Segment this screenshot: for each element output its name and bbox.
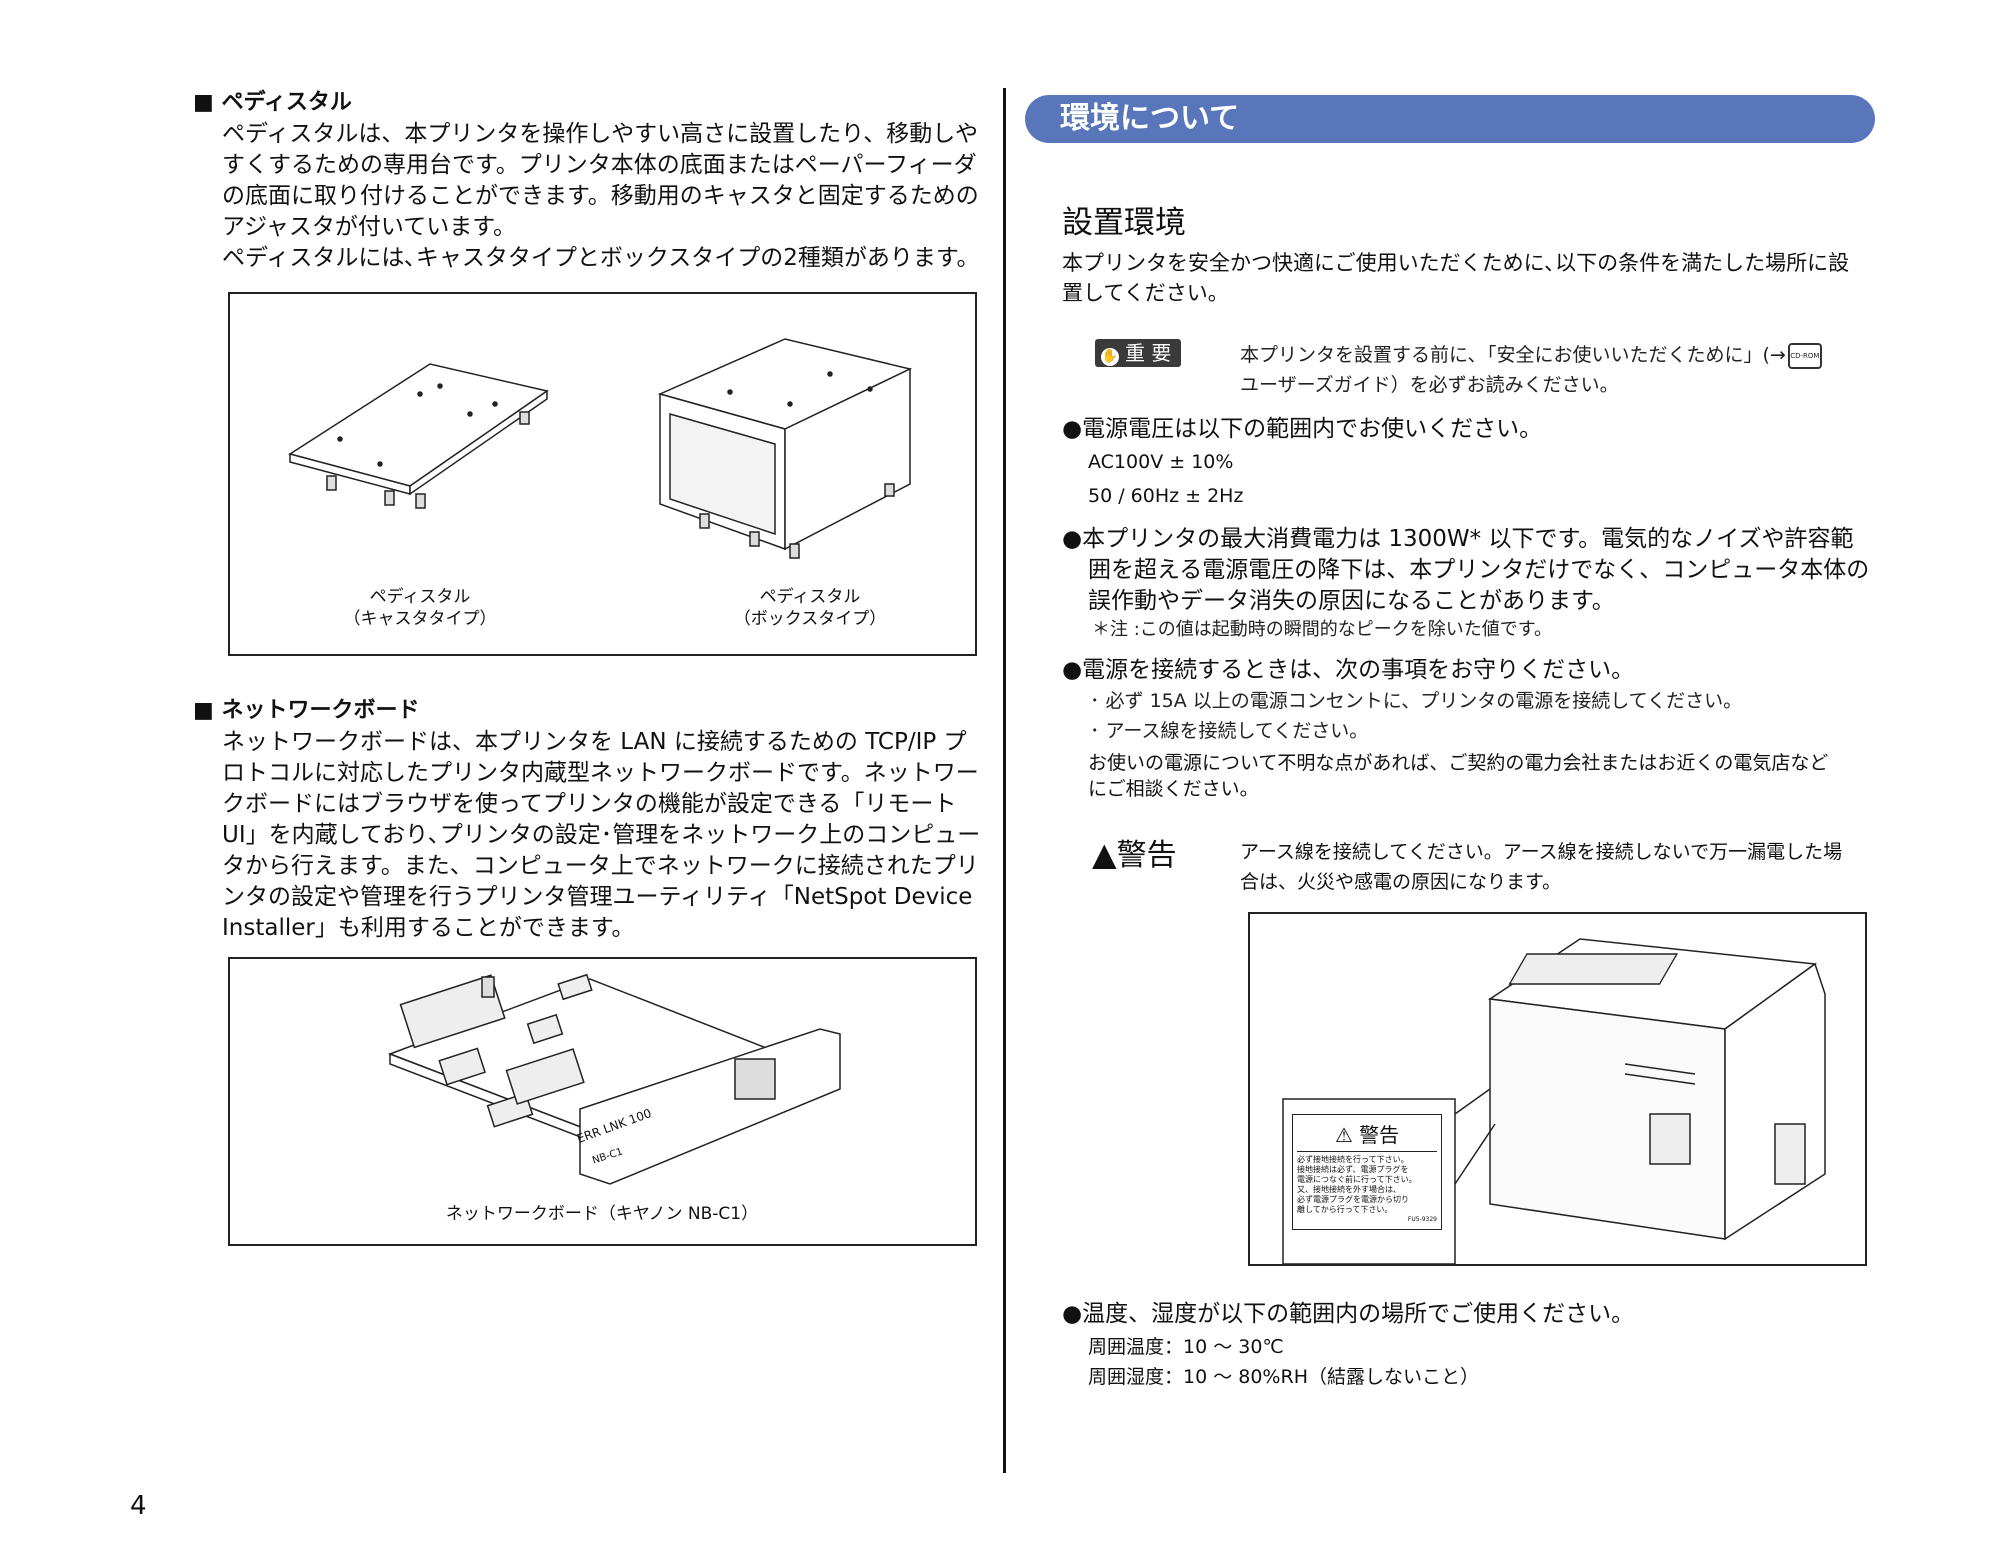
- text-line: 電源につなぐ前に行って下さい。: [1297, 1175, 1417, 1184]
- caster-pedestal-drawing: [288, 363, 549, 509]
- text-line: 置してください。: [1062, 281, 1229, 305]
- pedestal-figure: ペディスタル （キャスタタイプ） ペディスタル （ボックスタイプ）: [228, 292, 977, 656]
- warning-heading: ▲警告: [1092, 835, 1177, 873]
- important-line2: ユーザーズガイド）を必ずお読みください。: [1240, 374, 1619, 396]
- network-description: ネットワークボードは、本プリンタを LAN に接続するための TCP/IP プ …: [222, 727, 980, 944]
- text-line: UI」を内蔵しており､プリンタの設定･管理をネットワーク上のコンピュー: [222, 822, 981, 848]
- temperature-range: 周囲温度：10 〜 30℃: [1088, 1336, 1284, 1358]
- section-banner: 環境について: [1025, 95, 1875, 143]
- text-line: アジャスタが付いています。: [222, 214, 516, 240]
- network-board-illustration: [387, 973, 841, 1185]
- connection-bullet: ●電源を接続するときは、次の事項をお守りください。: [1062, 657, 1635, 683]
- frequency-range: 50 / 60Hz ± 2Hz: [1088, 485, 1244, 507]
- text-line: 誤作動やデータ消失の原因になることがあります。: [1088, 588, 1615, 614]
- text-line: タから行えます。また、コンピュータ上でネットワークに接続されたプリ: [222, 853, 979, 879]
- text-line: 合は、火災や感電の原因になります。: [1240, 871, 1562, 893]
- connection-advice: お使いの電源について不明な点があれば、ご契約の電力会社またはお近くの電気店など …: [1088, 750, 1828, 802]
- caption-box-line2: （ボックスタイプ）: [733, 609, 887, 629]
- connection-item-1: ･ 必ず 15A 以上の電源コンセントに、プリンタの電源を接続してください。: [1090, 690, 1743, 712]
- text-line: クボードにはブラウザを使ってプリンタの機能が設定できる「リモート: [222, 791, 957, 817]
- network-board-figure: ERR LNK 100 NB-C1 ネットワークボード（キヤノン NB-C1）: [228, 957, 977, 1246]
- text-line: 囲を超える電源電圧の降下は、本プリンタだけでなく、コンピュータ本体の: [1088, 557, 1870, 583]
- voltage-range: AC100V ± 10%: [1088, 451, 1234, 473]
- temperature-bullet: ●温度、湿度が以下の範囲内の場所でご使用ください。: [1062, 1301, 1635, 1327]
- sticker-code: FU5-9329: [1407, 1216, 1437, 1223]
- text-line: の底面に取り付けることができます。移動用のキャスタと固定するための: [222, 183, 979, 209]
- pedestal-heading: ■ ペディスタル: [193, 90, 352, 115]
- hand-icon: ✋: [1101, 348, 1119, 366]
- pedestal-description: ペディスタルは、本プリンタを操作しやすい高さに設置したり、移動しや すくするため…: [222, 119, 980, 274]
- text-line: ロトコルに対応したプリンタ内蔵型ネットワークボードです。ネットワー: [222, 760, 979, 786]
- intro-text: 本プリンタを安全かつ快適にご使用いただくために､以下の条件を満たした場所に設 置…: [1062, 248, 1849, 308]
- connection-item-2: ･ アース線を接続してください。: [1090, 720, 1369, 742]
- text-line: ペディスタルには､キャスタタイプとボックスタイプの2種類があります。: [222, 245, 980, 271]
- text-line: 又、接地接続を外す場合は、: [1297, 1185, 1401, 1194]
- warning-sticker: ⚠ 警告 必ず接地接続を行って下さい。 接地接続は必ず、電源プラグを 電源につな…: [1292, 1114, 1442, 1230]
- important-line1: 本プリンタを設置する前に､「安全にお使いいただくために」(→: [1240, 344, 1786, 366]
- pedestal-illustrations: [288, 338, 913, 559]
- text-line: すくするための専用台です。プリンタ本体の底面またはペーパーフィーダ: [222, 152, 977, 178]
- text-line: 離してから行って下さい。: [1297, 1205, 1393, 1214]
- text-line: 必ず接地接続を行って下さい。: [1297, 1155, 1409, 1164]
- network-heading: ■ ネットワークボード: [193, 698, 420, 723]
- power-bullet: ●本プリンタの最大消費電力は 1300W* 以下です。電気的なノイズや許容範 囲…: [1062, 524, 1869, 617]
- sticker-warning-icon: ⚠: [1334, 1123, 1353, 1147]
- cd-rom-icon: CD-ROM: [1787, 342, 1822, 369]
- caption-box-line1: ペディスタル: [759, 587, 861, 607]
- text-line: Installer」も利用することができます。: [222, 915, 635, 941]
- text-line: ネットワークボードは、本プリンタを LAN に接続するための TCP/IP プ: [222, 729, 967, 755]
- page-number: 4: [130, 1491, 147, 1521]
- text-line: 接地接続は必ず、電源プラグを: [1297, 1165, 1409, 1174]
- sticker-title: ⚠ 警告: [1297, 1119, 1437, 1152]
- warning-text: アース線を接続してください。アース線を接続しないで万一漏電した場 合は、火災や感…: [1240, 837, 1842, 897]
- text-line: 必ず電源プラグを電源から切り: [1297, 1195, 1409, 1204]
- important-label: ✋重 要: [1095, 339, 1182, 367]
- power-footnote: ＊注 :この値は起動時の瞬間的なピークを除いた値です。: [1092, 619, 1552, 640]
- sticker-text: 必ず接地接続を行って下さい。 接地接続は必ず、電源プラグを 電源につなぐ前に行っ…: [1297, 1155, 1437, 1225]
- text-line: 本プリンタを安全かつ快適にご使用いただくために､以下の条件を満たした場所に設: [1062, 251, 1850, 275]
- section-title: 設置環境: [1062, 205, 1186, 241]
- important-badge: ✋重 要: [1095, 337, 1182, 367]
- voltage-bullet: ●電源電圧は以下の範囲内でお使いください。: [1062, 416, 1543, 442]
- network-board-caption: ネットワークボード（キヤノン NB-C1）: [445, 1204, 759, 1224]
- text-line: ンタの設定や管理を行うプリンタ管理ユーティリティ「NetSpot Device: [222, 884, 973, 910]
- printer-figure: ⚠ 警告 必ず接地接続を行って下さい。 接地接続は必ず、電源プラグを 電源につな…: [1248, 912, 1867, 1266]
- text-line: アース線を接続してください。アース線を接続しないで万一漏電した場: [1240, 841, 1843, 863]
- text-line: ●本プリンタの最大消費電力は 1300W* 以下です。電気的なノイズや許容範: [1062, 526, 1854, 552]
- humidity-range: 周囲湿度：10 〜 80%RH（結露しないこと）: [1088, 1366, 1479, 1388]
- important-text: 本プリンタを設置する前に､「安全にお使いいただくために」(→CD-ROM ユーザ…: [1240, 340, 1822, 400]
- caption-caster-line2: （キャスタタイプ）: [343, 609, 497, 629]
- text-line: ペディスタルは、本プリンタを操作しやすい高さに設置したり、移動しや: [222, 121, 979, 147]
- text-line: にご相談ください。: [1088, 778, 1259, 800]
- warning-triangle-icon: ▲: [1092, 835, 1117, 873]
- box-pedestal-drawing: [657, 338, 913, 559]
- caption-caster-line1: ペディスタル: [369, 587, 471, 607]
- text-line: お使いの電源について不明な点があれば、ご契約の電力会社またはお近くの電気店など: [1088, 752, 1829, 774]
- column-divider: [1003, 88, 1006, 1473]
